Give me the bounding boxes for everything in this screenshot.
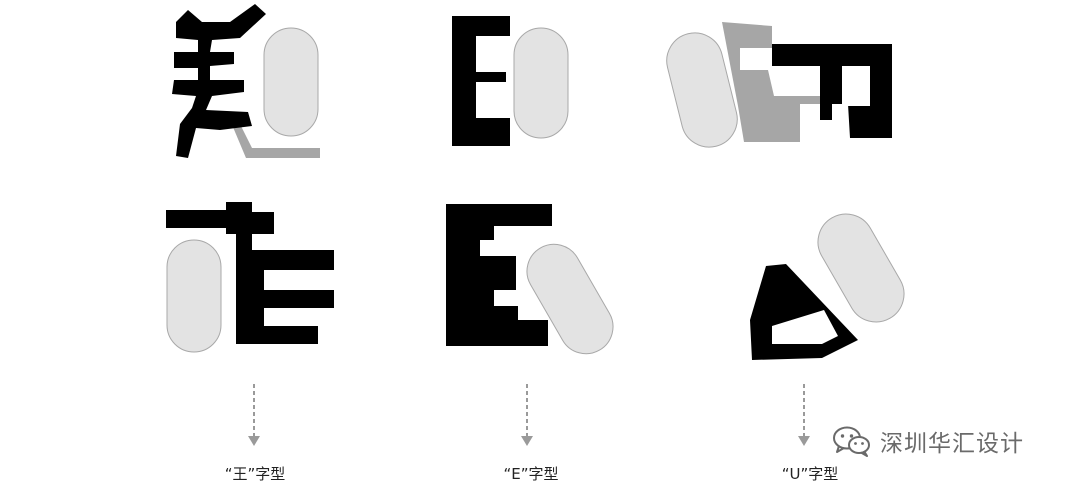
stadium-court <box>263 27 319 137</box>
wang-bottom-plan <box>166 202 334 353</box>
stadium-court <box>513 27 569 139</box>
black-building-mass <box>446 204 552 346</box>
black-building-mass <box>166 202 334 344</box>
stadium-court <box>166 239 222 353</box>
stadium-court <box>666 32 738 148</box>
e-top-plan <box>452 16 569 146</box>
caption-e-type: “E”字型 <box>503 465 559 483</box>
arrow-wang <box>248 384 260 446</box>
black-building-mass <box>172 4 266 158</box>
arrow-e <box>521 384 533 446</box>
u-top-plan <box>666 22 892 148</box>
gray-annex <box>722 22 832 142</box>
stadium-court <box>817 213 905 323</box>
black-building-mass <box>750 264 858 360</box>
e-bottom-plan <box>446 204 614 355</box>
watermark-text: 深圳华汇设计 <box>880 431 1024 457</box>
stadium-court <box>526 243 614 355</box>
watermark: 深圳华汇设计 <box>832 424 1024 458</box>
wechat-icon <box>833 426 870 457</box>
wang-top-plan <box>172 4 320 158</box>
black-building-mass <box>452 16 510 146</box>
white-cutout <box>842 66 870 106</box>
caption-u-type: “U”字型 <box>781 465 839 483</box>
gray-walkway <box>230 120 320 158</box>
caption-wang-type: “王”字型 <box>224 465 286 483</box>
arrow-u <box>798 384 810 446</box>
u-bottom-plan <box>750 213 905 360</box>
